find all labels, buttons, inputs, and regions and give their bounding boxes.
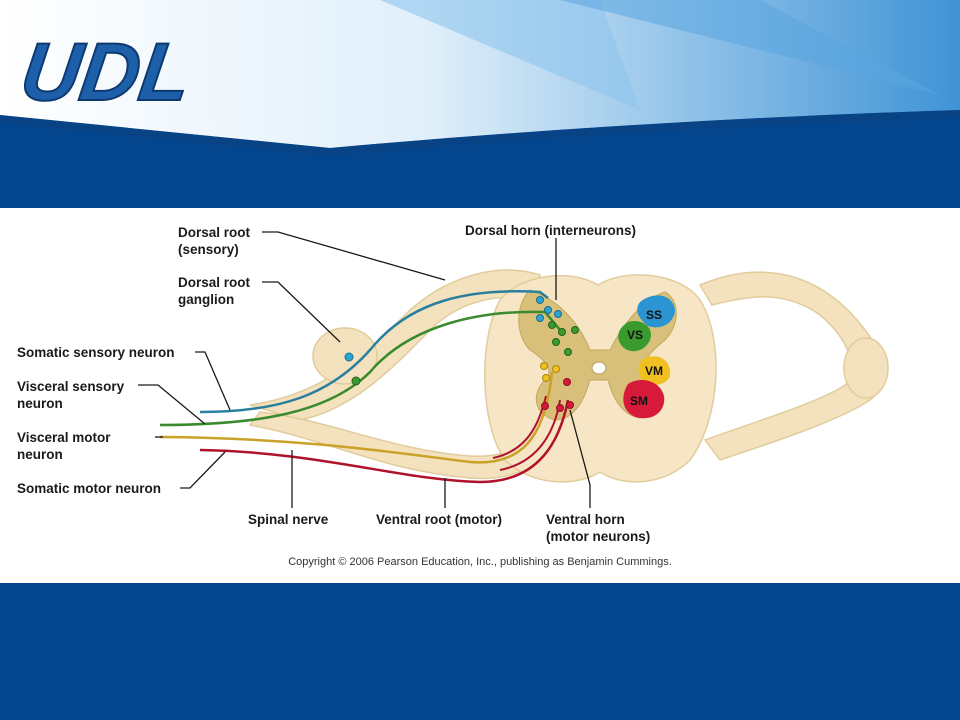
region-ss-label: SS xyxy=(646,308,662,322)
visceral-sensory-fiber xyxy=(159,310,561,427)
label-visceral-motor-neuron: Visceral motor neuron xyxy=(17,430,111,462)
ventral-horn-motor-neurons xyxy=(540,362,574,412)
leader-lines xyxy=(138,231,591,508)
label-ventral-horn: Ventral horn (motor neurons) xyxy=(546,512,651,544)
region-sm xyxy=(623,380,665,419)
region-ss xyxy=(637,295,675,328)
label-dorsal-root: Dorsal root (sensory) xyxy=(178,225,251,257)
visceral-motor-fiber xyxy=(159,371,554,464)
somatic-sensory-cell-body xyxy=(344,352,354,362)
header-graphic: UDL xyxy=(0,0,960,208)
footer-band xyxy=(0,583,960,720)
label-somatic-motor-neuron: Somatic motor neuron xyxy=(17,481,162,496)
visceral-sensory-cell-body xyxy=(351,376,361,386)
region-vs-label: VS xyxy=(627,328,643,342)
label-spinal-nerve: Spinal nerve xyxy=(248,512,329,527)
content-panel xyxy=(0,208,960,583)
central-canal xyxy=(591,361,607,375)
copyright-text: Copyright © 2006 Pearson Education, Inc.… xyxy=(288,556,672,568)
interneurons xyxy=(536,296,579,356)
spinal-nerve-right xyxy=(698,271,889,461)
label-somatic-sensory-neuron: Somatic sensory neuron xyxy=(17,345,175,360)
label-dorsal-horn: Dorsal horn (interneurons) xyxy=(465,223,637,238)
region-vm-label: VM xyxy=(645,364,663,378)
region-vs xyxy=(618,320,651,352)
label-visceral-sensory-neuron: Visceral sensory neuron xyxy=(17,379,125,411)
label-ventral-root: Ventral root (motor) xyxy=(376,512,503,527)
somatic-sensory-fiber xyxy=(199,290,549,414)
region-vm xyxy=(638,356,671,385)
label-dorsal-root-ganglion: Dorsal root ganglion xyxy=(178,275,251,307)
logo-text: UDL xyxy=(15,26,196,118)
somatic-motor-fiber xyxy=(199,399,570,484)
region-sm-label: SM xyxy=(630,394,648,408)
header-banner: UDL xyxy=(0,0,960,208)
